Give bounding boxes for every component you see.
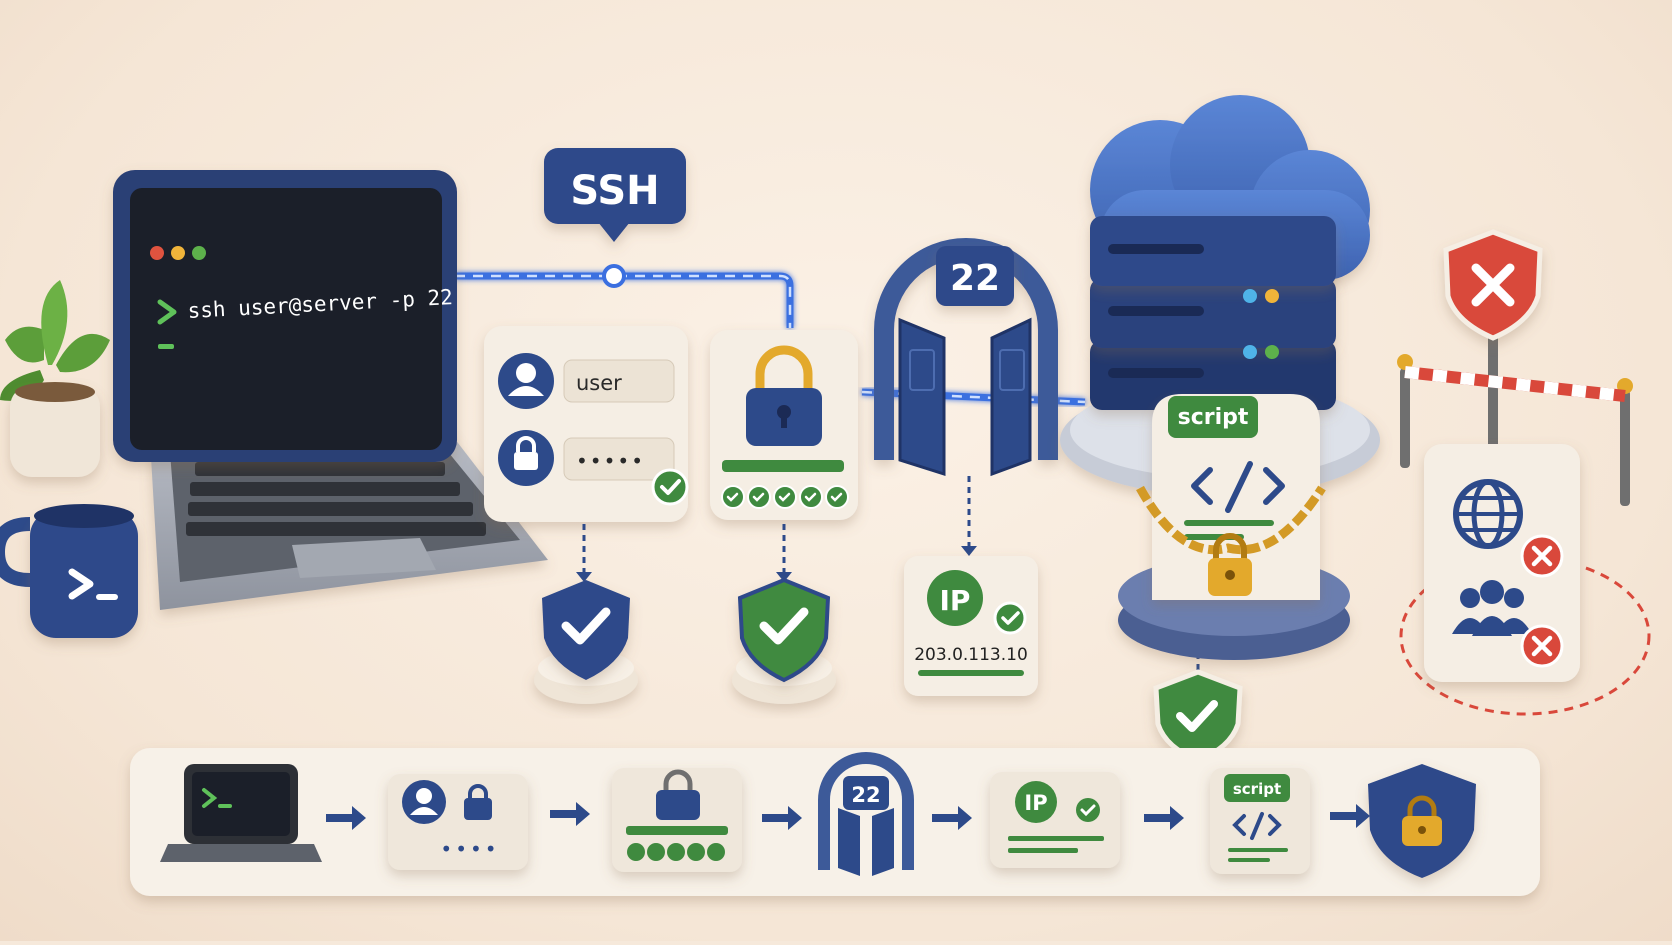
ip-card	[904, 556, 1038, 696]
plant	[0, 280, 110, 477]
blocked-access-zone	[1397, 229, 1651, 716]
ip-badge-label: IP	[940, 584, 971, 617]
port-label: 22	[950, 258, 1000, 299]
flow-script-label: script	[1233, 780, 1281, 798]
flow-step-login	[388, 774, 528, 870]
script-badge-label: script	[1178, 405, 1249, 430]
flow-password-mask: ••••	[440, 837, 499, 861]
terminal-screen	[130, 188, 442, 450]
ssh-badge	[544, 148, 686, 242]
prompt-icon	[68, 568, 94, 600]
prompt-chevron-icon	[157, 299, 177, 325]
login-card: user •••••	[484, 326, 689, 522]
password-field: •••••	[576, 449, 645, 473]
flow-step-ip	[990, 772, 1120, 868]
code-icon	[1191, 461, 1285, 513]
flow-arrows	[326, 802, 1370, 830]
flow-ip-label: IP	[1024, 791, 1047, 815]
flow-strip: •••• 22 IP	[130, 748, 1540, 896]
deny-x-icon	[1471, 263, 1515, 307]
flow-step-terminal	[160, 764, 322, 862]
laptop: ssh user@server -p 22	[113, 170, 548, 610]
flow-step-script	[1210, 768, 1310, 874]
ip-address: 203.0.113.10	[914, 645, 1028, 665]
verified-shield-blue	[534, 580, 638, 704]
flow-port-label: 22	[851, 783, 880, 807]
flow-step-secured	[1368, 764, 1476, 878]
flow-step-port	[818, 752, 914, 876]
username-field: user	[576, 371, 622, 395]
ssh-label: SSH	[570, 168, 659, 214]
key-auth-card	[710, 330, 858, 520]
verified-shield-green	[732, 577, 836, 704]
users-group-icon	[1452, 580, 1532, 636]
terminal-cursor	[158, 344, 174, 349]
port-gate	[874, 238, 1058, 477]
flow-step-key-auth	[612, 768, 742, 872]
connection-node	[602, 264, 626, 288]
check-icon	[651, 468, 689, 506]
locked-script	[1118, 394, 1350, 660]
terminal-mug	[0, 504, 138, 638]
verified-shield-script	[1153, 669, 1243, 763]
